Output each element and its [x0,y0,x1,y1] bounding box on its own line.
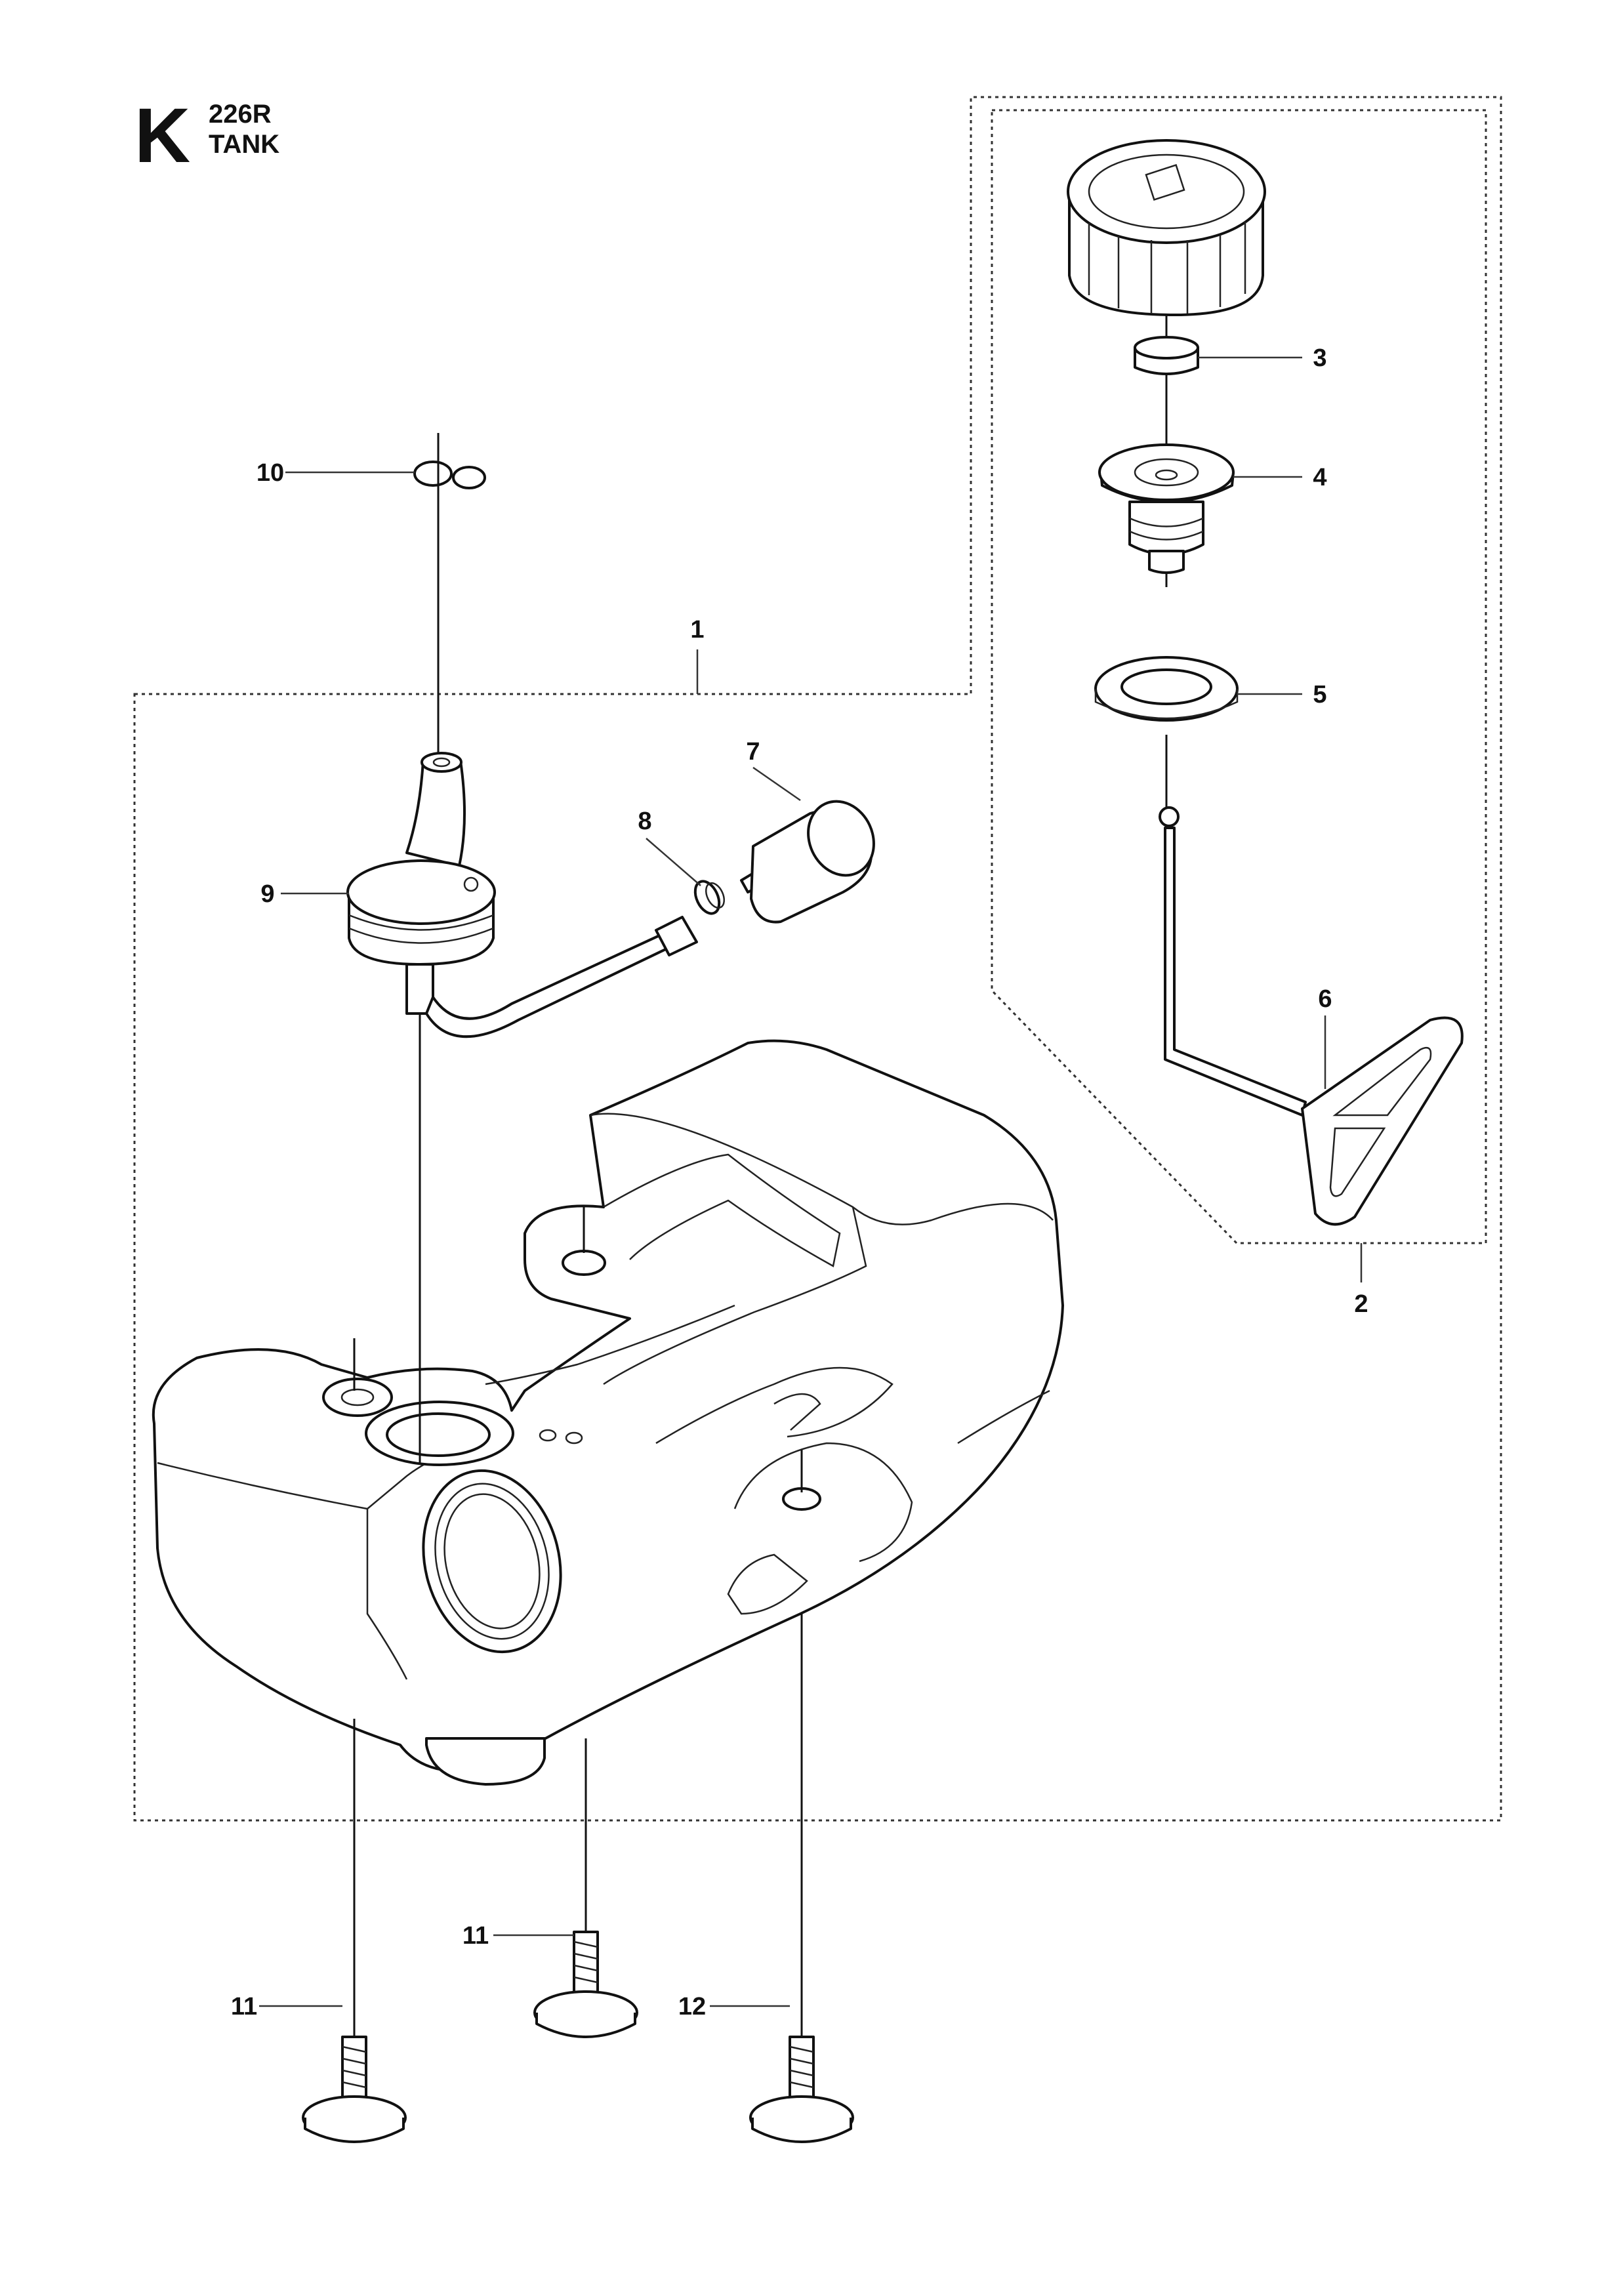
callout-4: 4 [1313,464,1326,491]
callout-5: 5 [1313,681,1326,708]
washer [1094,656,1239,722]
callout-11a: 11 [231,1993,257,2020]
callout-10: 10 [257,459,284,487]
diagram-title: TANK [209,130,280,159]
fuel-filter [740,800,875,924]
fuel-hose [425,924,690,1038]
model-number: 226R [209,100,272,129]
hose-clip [413,461,486,489]
callout-6: 6 [1318,985,1332,1013]
callout-7: 7 [746,738,760,766]
callout-11b: 11 [462,1922,489,1950]
tank-grommet [346,752,496,1015]
screw-11b [533,1931,638,2038]
vent-valve [1098,443,1235,574]
callout-9: 9 [260,880,274,908]
callout-8: 8 [638,808,651,835]
screw-11a [302,2036,407,2143]
cap-strap [1159,806,1464,1226]
callout-2: 2 [1354,1290,1368,1318]
callout-1: 1 [690,616,704,644]
assembly-2-outline [991,109,1487,1244]
hose-clamp [693,880,726,915]
screw-12 [749,2036,854,2143]
callout-12: 12 [678,1993,706,2020]
section-letter: K [134,92,191,179]
callout-3: 3 [1313,344,1326,372]
fuel-cap [1067,139,1266,316]
fuel-tank [152,1039,1064,1786]
cap-seal [1134,336,1199,375]
assembly-1-outline [133,96,1502,1822]
